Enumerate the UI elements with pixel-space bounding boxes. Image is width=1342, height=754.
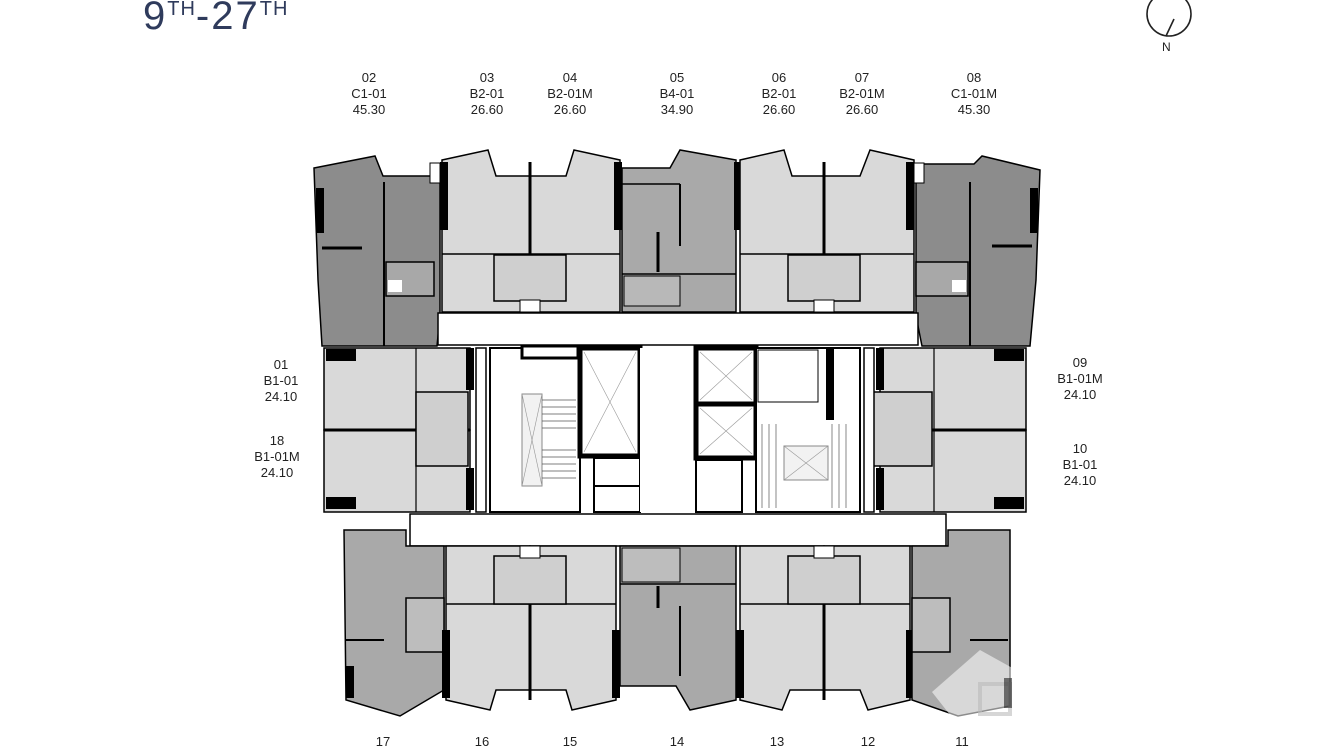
unit-number: 10 bbox=[1072, 441, 1088, 456]
unit-label-15: 15 bbox=[562, 734, 578, 749]
unit-14-area[interactable] bbox=[619, 545, 737, 711]
unit-type: B1-01 bbox=[1062, 457, 1098, 472]
floor-range-title: 9TH-27TH bbox=[143, 0, 288, 39]
lower-corridor bbox=[409, 513, 947, 547]
unit-number: 03 bbox=[479, 70, 495, 85]
unit-area: 24.10 bbox=[1063, 387, 1097, 402]
unit-number: 08 bbox=[966, 70, 982, 85]
unit-type: B1-01 bbox=[263, 373, 299, 388]
unit-area: 24.10 bbox=[264, 389, 298, 404]
unit-number: 07 bbox=[854, 70, 870, 85]
unit-number: 01 bbox=[273, 357, 289, 372]
unit-type: C1-01 bbox=[351, 86, 387, 101]
unit-type: B4-01 bbox=[659, 86, 695, 101]
unit-area: 24.10 bbox=[260, 465, 294, 480]
unit-area: 26.60 bbox=[470, 102, 504, 117]
unit-label-12: 12 bbox=[860, 734, 876, 749]
unit-number: 04 bbox=[562, 70, 578, 85]
unit-label-18: 18 B1-01M 24.10 bbox=[237, 433, 317, 481]
floor-separator: - bbox=[195, 0, 212, 38]
unit-label-02: 02 C1-01 45.30 bbox=[329, 70, 409, 118]
upper-corridor bbox=[437, 312, 919, 346]
unit-area: 45.30 bbox=[957, 102, 991, 117]
unit-08-area[interactable] bbox=[915, 155, 1041, 347]
unit-number: 05 bbox=[669, 70, 685, 85]
house-logo-icon bbox=[932, 650, 1016, 720]
unit-type: B2-01 bbox=[761, 86, 797, 101]
unit-label-17: 17 bbox=[375, 734, 391, 749]
unit-label-16: 16 bbox=[474, 734, 490, 749]
unit-number: 18 bbox=[269, 433, 285, 448]
unit-label-08: 08 C1-01M 45.30 bbox=[934, 70, 1014, 118]
unit-label-13: 13 bbox=[769, 734, 785, 749]
unit-area: 24.10 bbox=[1063, 473, 1097, 488]
unit-area: 26.60 bbox=[845, 102, 879, 117]
unit-area: 26.60 bbox=[553, 102, 587, 117]
unit-type: B1-01M bbox=[254, 449, 300, 464]
unit-type: B1-01M bbox=[1057, 371, 1103, 386]
unit-02-area[interactable] bbox=[313, 155, 441, 347]
unit-type: C1-01M bbox=[950, 86, 998, 101]
unit-label-07: 07 B2-01M 26.60 bbox=[822, 70, 902, 118]
north-arrow-icon bbox=[1146, 0, 1192, 37]
unit-label-10: 10 B1-01 24.10 bbox=[1040, 441, 1120, 489]
unit-area: 26.60 bbox=[762, 102, 796, 117]
unit-area: 45.30 bbox=[352, 102, 386, 117]
unit-label-06: 06 B2-01 26.60 bbox=[739, 70, 819, 118]
unit-label-05: 05 B4-01 34.90 bbox=[637, 70, 717, 118]
floor-start-suffix: TH bbox=[167, 0, 196, 20]
unit-type: B2-01 bbox=[469, 86, 505, 101]
unit-label-01: 01 B1-01 24.10 bbox=[241, 357, 321, 405]
building-core bbox=[489, 344, 861, 513]
unit-type: B2-01M bbox=[547, 86, 593, 101]
unit-label-03: 03 B2-01 26.60 bbox=[447, 70, 527, 118]
north-label: N bbox=[1162, 40, 1171, 54]
unit-label-11: 11 bbox=[955, 734, 969, 749]
unit-area: 34.90 bbox=[660, 102, 694, 117]
unit-number: 06 bbox=[771, 70, 787, 85]
unit-label-09: 09 B1-01M 24.10 bbox=[1040, 355, 1120, 403]
floor-end-suffix: TH bbox=[259, 0, 289, 20]
unit-type: B2-01M bbox=[839, 86, 885, 101]
unit-number: 09 bbox=[1072, 355, 1088, 370]
floor-end: 27 bbox=[211, 0, 260, 38]
unit-number: 02 bbox=[361, 70, 377, 85]
unit-label-04: 04 B2-01M 26.60 bbox=[530, 70, 610, 118]
floor-start: 9 bbox=[143, 0, 168, 38]
unit-label-14: 14 bbox=[669, 734, 685, 749]
